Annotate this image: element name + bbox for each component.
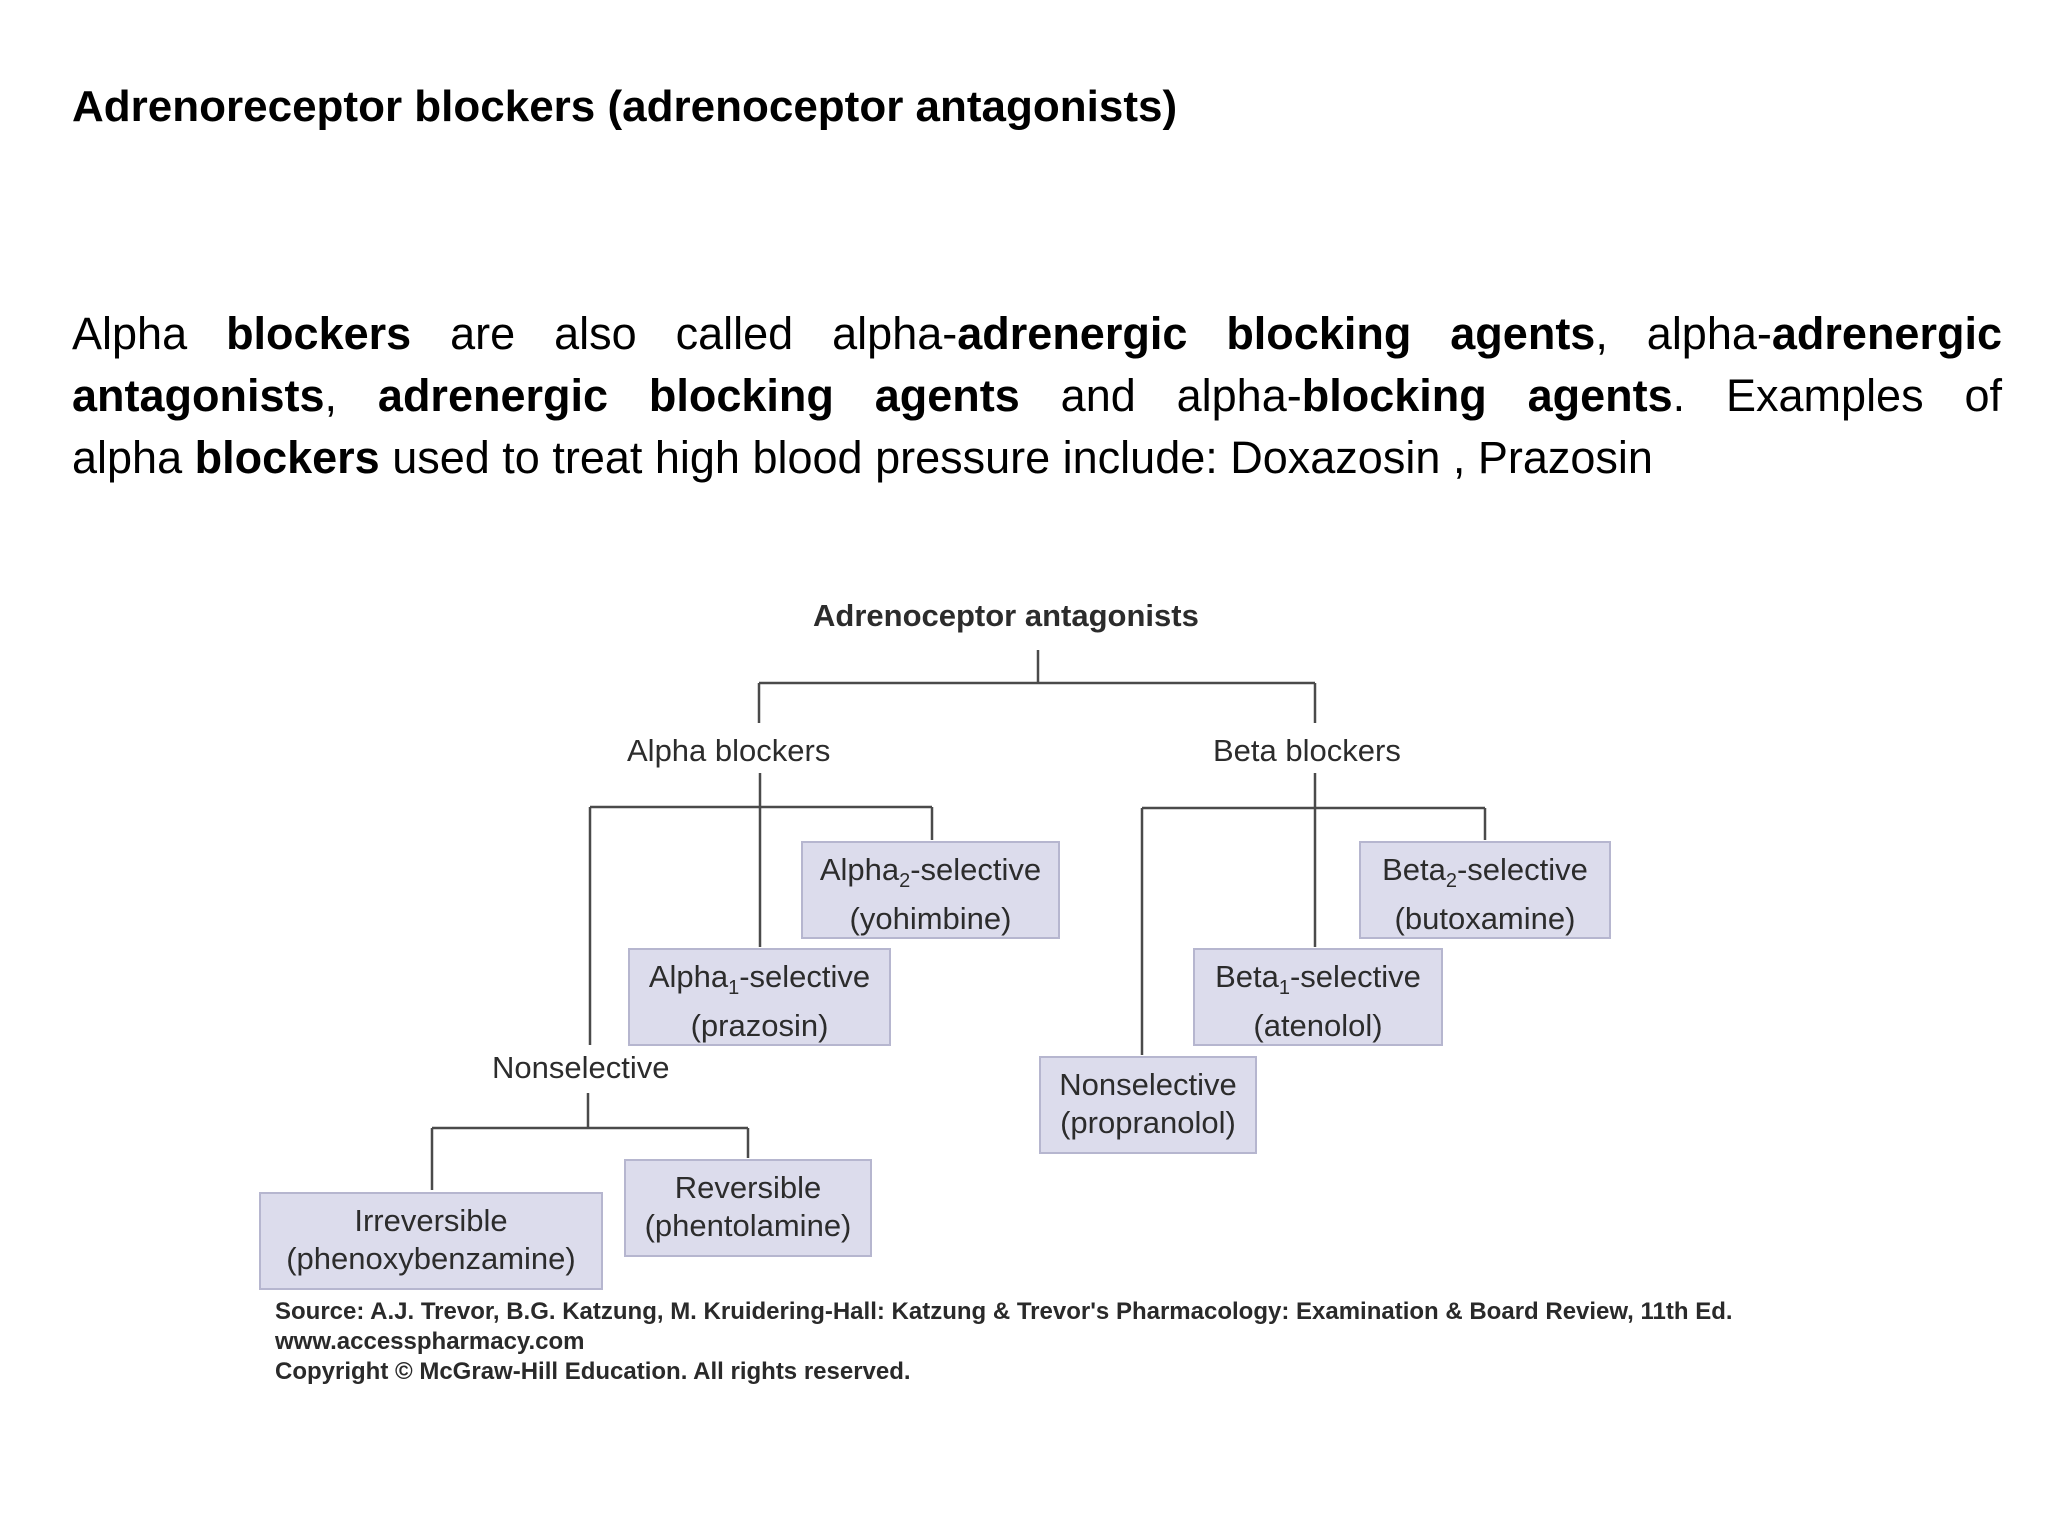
- text-run: , alpha-: [1595, 308, 1772, 359]
- beta-nonselective-example: (propranolol): [1060, 1105, 1236, 1140]
- text-run: Alpha: [72, 308, 227, 359]
- reversible-example: (phentolamine): [644, 1208, 852, 1243]
- bold-text-run: blocking agents: [1301, 370, 1673, 421]
- irreversible-box: Irreversible (phenoxybenzamine): [259, 1192, 603, 1290]
- bold-text-run: blockers: [194, 432, 380, 483]
- alpha2-selective-example: (yohimbine): [849, 901, 1012, 937]
- alpha-blockers-label: Alpha blockers: [627, 733, 831, 768]
- text-run: ,: [324, 370, 378, 421]
- paragraph-line-1: Alpha blockers are also called alpha-adr…: [72, 303, 2002, 365]
- beta1-selective-title: Beta1-selective: [1215, 959, 1421, 1000]
- slide-title: Adrenoreceptor blockers (adrenoceptor an…: [72, 82, 1178, 131]
- beta-nonselective-title: Nonselective: [1059, 1067, 1237, 1102]
- beta-nonselective-box: Nonselective (propranolol): [1039, 1056, 1257, 1154]
- root-node-label: Adrenoceptor antagonists: [813, 598, 1199, 633]
- irreversible-example: (phenoxybenzamine): [286, 1241, 576, 1276]
- alpha2-selective-title: Alpha2-selective: [819, 852, 1042, 893]
- text-run: used to treat high blood pressure includ…: [379, 432, 1653, 483]
- copyright-line: Copyright © McGraw-Hill Education. All r…: [275, 1358, 911, 1385]
- beta2-selective-box: Beta2-selective (butoxamine): [1359, 841, 1611, 939]
- beta2-selective-title: Beta2-selective: [1382, 852, 1588, 893]
- alpha1-selective-title: Alpha1-selective: [648, 959, 871, 1000]
- paragraph-line-3: alpha blockers used to treat high blood …: [72, 427, 2002, 489]
- bold-text-run: adrenergic blocking agents: [377, 370, 1020, 421]
- source-line: Source: A.J. Trevor, B.G. Katzung, M. Kr…: [275, 1298, 1733, 1325]
- bold-text-run: blockers: [226, 308, 412, 359]
- bold-text-run: adrenergic blocking agents: [957, 308, 1596, 359]
- alpha1-selective-example: (prazosin): [690, 1008, 829, 1044]
- beta1-selective-example: (atenolol): [1253, 1008, 1383, 1044]
- reversible-box: Reversible (phentolamine): [624, 1159, 872, 1257]
- beta1-selective-box: Beta1-selective (atenolol): [1193, 948, 1443, 1046]
- alpha2-selective-box: Alpha2-selective (yohimbine): [801, 841, 1060, 939]
- text-run: alpha: [72, 432, 195, 483]
- beta-blockers-label: Beta blockers: [1213, 733, 1401, 768]
- reversible-title: Reversible: [674, 1170, 822, 1205]
- alpha1-selective-box: Alpha1-selective (prazosin): [628, 948, 891, 1046]
- alpha-nonselective-label: Nonselective: [492, 1050, 670, 1085]
- irreversible-title: Irreversible: [354, 1203, 508, 1238]
- body-paragraph: Alpha blockers are also called alpha-adr…: [72, 303, 2002, 489]
- text-run: . Examples of: [1672, 370, 2002, 421]
- beta2-selective-example: (butoxamine): [1394, 901, 1576, 937]
- source-url: www.accesspharmacy.com: [275, 1328, 585, 1355]
- text-run: are also called alpha-: [411, 308, 958, 359]
- text-run: and alpha-: [1019, 370, 1302, 421]
- source-citation: Source: A.J. Trevor, B.G. Katzung, M. Kr…: [275, 1297, 1733, 1387]
- bold-text-run: antagonists: [72, 370, 325, 421]
- bold-text-run: adrenergic: [1771, 308, 2002, 359]
- paragraph-line-2: antagonists, adrenergic blocking agents …: [72, 365, 2002, 427]
